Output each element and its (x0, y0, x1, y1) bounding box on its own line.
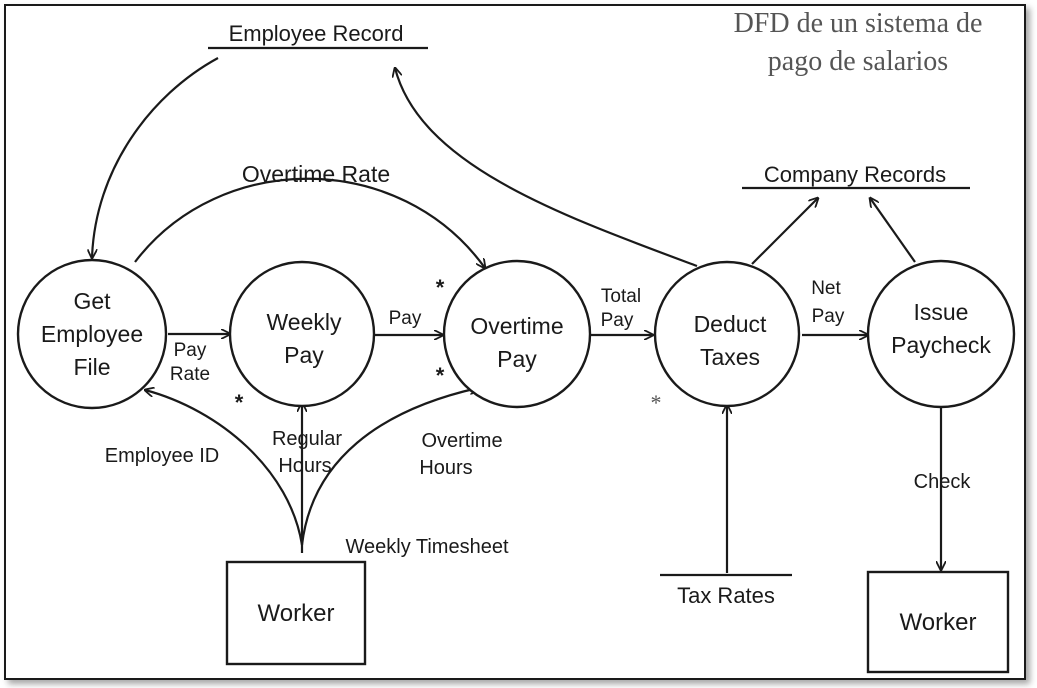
flow-label-check: Check (914, 471, 972, 493)
store-company-records: Company Records (742, 162, 970, 190)
process-get-employee-file-circle (16, 258, 168, 410)
store-tax-rates-label: Tax Rates (677, 583, 775, 608)
flow-label-pay-rate-line1: Pay (174, 340, 207, 361)
asterisk-mark-overtime-top: * (436, 275, 445, 300)
flow-label-weekly-timesheet: Weekly Timesheet (345, 536, 508, 558)
store-tax-rates: Tax Rates (660, 573, 792, 608)
diagram-title-line2: pago de salarios (768, 46, 948, 77)
store-employee-record: Employee Record (208, 21, 428, 50)
asterisk-mark-deduct: * (651, 390, 662, 415)
flow-overtime-rate (134, 177, 485, 268)
process-issue-paycheck-line2: Paycheck (891, 332, 991, 358)
entity-worker-right-box (866, 570, 1010, 674)
entity-worker-right: Worker (866, 570, 1010, 674)
process-get-employee-file-line2: Employee (41, 321, 143, 347)
flow-employee-id (145, 390, 304, 546)
entity-worker-left-box (225, 560, 367, 666)
asterisk-mark-weekly: * (235, 390, 244, 415)
process-get-employee-file-line1: Get (73, 288, 111, 314)
process-get-employee-file: Get Employee File (16, 258, 168, 410)
flow-label-overtime-hours-line2: Hours (419, 457, 472, 479)
entity-worker-left: Worker (225, 560, 367, 666)
flow-issue-to-company-records (870, 198, 916, 263)
process-weekly-pay-line2: Pay (284, 342, 324, 368)
store-employee-record-label: Employee Record (229, 21, 404, 46)
flow-label-employee-id: Employee ID (105, 445, 220, 467)
process-issue-paycheck: Issue Paycheck (866, 259, 1016, 409)
process-overtime-pay-line1: Overtime (470, 313, 563, 339)
process-weekly-pay-line1: Weekly (267, 309, 342, 335)
process-overtime-pay: Overtime Pay (442, 259, 592, 409)
asterisk-mark-overtime-bottom: * (436, 363, 445, 388)
flow-overtime-hours (300, 388, 478, 546)
flow-label-net-pay-line1: Net (811, 278, 841, 299)
process-weekly-pay-circle (228, 260, 376, 408)
process-deduct-taxes: Deduct Taxes (653, 260, 801, 408)
entity-worker-right-label: Worker (900, 609, 977, 636)
process-deduct-taxes-circle (653, 260, 801, 408)
process-overtime-pay-line2: Pay (497, 346, 537, 372)
process-deduct-taxes-line1: Deduct (694, 311, 767, 337)
flow-label-total-pay-line1: Total (601, 286, 641, 307)
flow-label-regular-hours-line2: Hours (278, 455, 331, 477)
store-company-records-label: Company Records (764, 162, 946, 187)
flow-label-pay: Pay (389, 308, 422, 329)
process-issue-paycheck-circle (866, 259, 1016, 409)
diagram-title-line1: DFD de un sistema de (734, 8, 983, 39)
process-overtime-pay-circle (442, 259, 592, 409)
flow-label-overtime-rate: Overtime Rate (242, 161, 390, 187)
flow-deduct-to-employee-record (395, 68, 698, 268)
flow-deduct-to-company-records (751, 198, 818, 265)
process-weekly-pay: Weekly Pay (228, 260, 376, 408)
process-deduct-taxes-line2: Taxes (700, 344, 760, 370)
flow-label-overtime-hours-line1: Overtime (421, 430, 502, 452)
flow-employee-record-to-get-file (92, 57, 219, 258)
process-get-employee-file-line3: File (73, 354, 110, 380)
flow-label-net-pay-line2: Pay (812, 306, 845, 327)
process-issue-paycheck-line1: Issue (914, 299, 969, 325)
flow-label-total-pay-line2: Pay (601, 310, 634, 331)
flow-label-pay-rate-line2: Rate (170, 364, 210, 385)
entity-worker-left-label: Worker (258, 600, 335, 627)
flow-label-regular-hours-line1: Regular (272, 428, 342, 450)
